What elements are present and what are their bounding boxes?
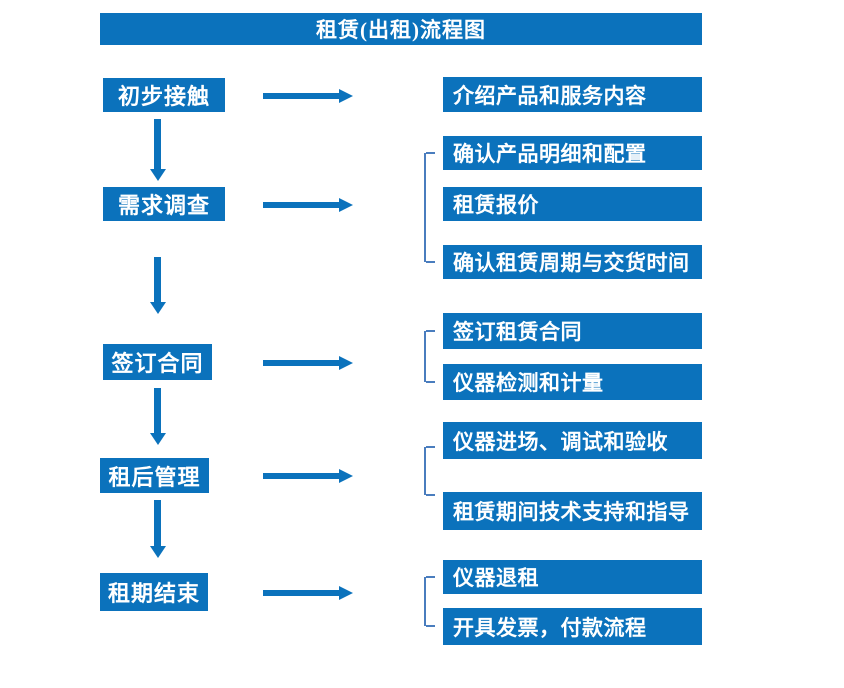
output-box-confirm-product-details: 确认产品明细和配置 <box>443 136 702 170</box>
arrow-shaft <box>263 359 339 366</box>
output-box-instrument-setup: 仪器进场、调试和验收 <box>443 422 702 459</box>
right-arrow-icon <box>263 355 353 370</box>
arrow-shaft <box>154 257 161 302</box>
right-arrow-icon <box>263 197 353 212</box>
right-arrow-icon <box>263 585 353 600</box>
arrow-head <box>339 585 353 600</box>
down-arrow-icon <box>149 257 166 314</box>
arrow-shaft <box>263 589 339 596</box>
output-box-instrument-testing: 仪器检测和计量 <box>443 364 702 400</box>
stage-box-demand-survey: 需求调查 <box>103 187 225 221</box>
arrow-head <box>339 468 353 483</box>
output-box-rental-quotation: 租赁报价 <box>443 187 702 221</box>
arrow-head <box>149 302 166 314</box>
arrow-shaft <box>154 500 161 546</box>
output-box-technical-support: 租赁期间技术支持和指导 <box>443 492 702 530</box>
title-banner: 租赁(出租)流程图 <box>100 13 702 45</box>
right-arrow-icon <box>263 468 353 483</box>
arrow-shaft <box>263 92 339 99</box>
stage-box-initial-contact: 初步接触 <box>103 78 225 112</box>
output-box-sign-rental-contract: 签订租赁合同 <box>443 313 702 349</box>
down-arrow-icon <box>149 119 166 181</box>
output-box-confirm-rental-period: 确认租赁周期与交货时间 <box>443 245 702 279</box>
stage-box-rental-end: 租期结束 <box>100 573 208 611</box>
arrow-head <box>149 169 166 181</box>
arrow-shaft <box>154 119 161 169</box>
output-box-introduce-products: 介绍产品和服务内容 <box>443 77 702 112</box>
page-title: 租赁(出租)流程图 <box>316 18 486 42</box>
arrow-shaft <box>263 472 339 479</box>
output-box-invoice-payment: 开具发票，付款流程 <box>443 608 702 645</box>
group-bracket <box>424 330 436 383</box>
arrow-head <box>339 197 353 212</box>
arrow-shaft <box>154 388 161 433</box>
output-box-instrument-return: 仪器退租 <box>443 560 702 594</box>
group-bracket <box>424 576 436 627</box>
down-arrow-icon <box>149 388 166 445</box>
arrow-head <box>149 546 166 558</box>
right-arrow-icon <box>263 88 353 103</box>
stage-box-sign-contract: 签订合同 <box>103 344 212 380</box>
group-bracket <box>424 446 436 496</box>
stage-box-post-rental-management: 租后管理 <box>100 458 209 493</box>
arrow-head <box>149 433 166 445</box>
arrow-head <box>339 355 353 370</box>
down-arrow-icon <box>149 500 166 558</box>
group-bracket <box>424 152 436 263</box>
arrow-head <box>339 88 353 103</box>
arrow-shaft <box>263 201 339 208</box>
